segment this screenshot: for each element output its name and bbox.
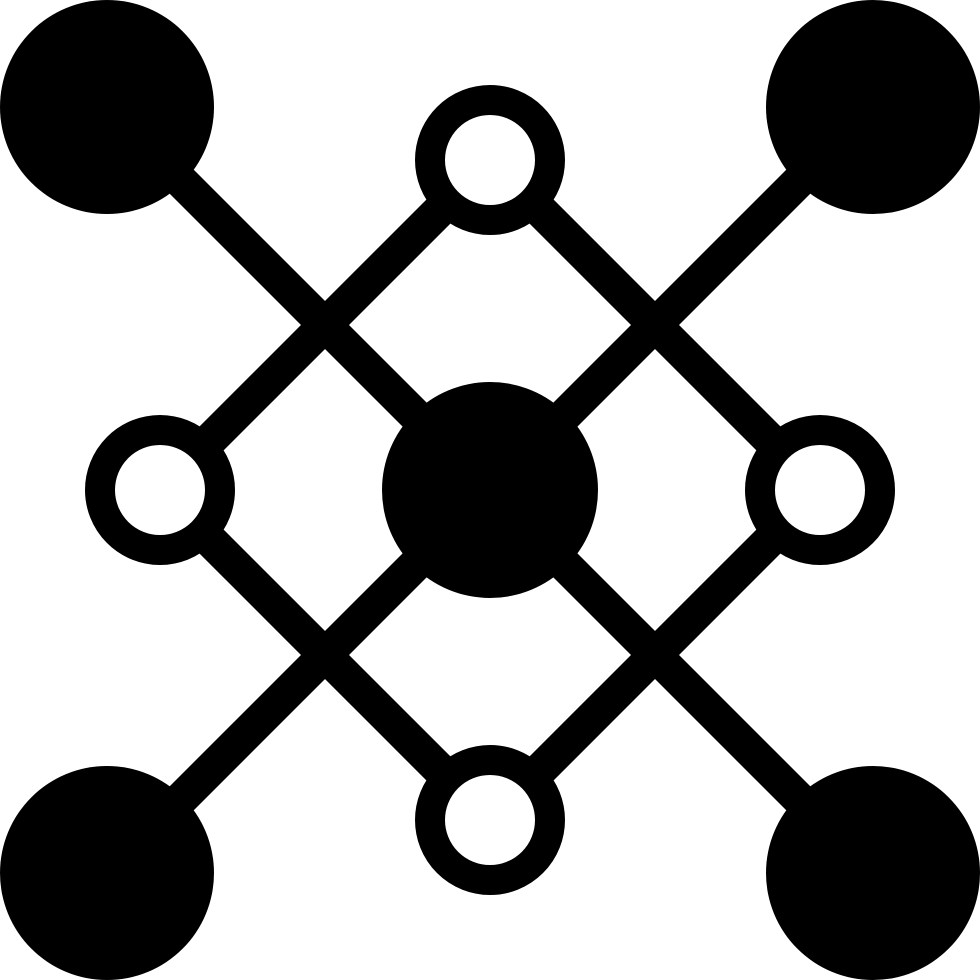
node-ring-bottom	[415, 745, 565, 895]
node-ring-left	[85, 415, 235, 565]
node-corner-top-left	[0, 0, 214, 214]
edge-ring-left-to-ring-bottom	[147, 477, 503, 833]
edge-ring-top-to-ring-right	[477, 147, 833, 503]
node-ring-top	[415, 85, 565, 235]
node-corner-top-right	[766, 0, 980, 214]
node-corner-bottom-right	[766, 766, 980, 980]
node-ring-right	[745, 415, 895, 565]
edge-ring-right-to-ring-bottom	[477, 477, 833, 833]
node-center	[382, 382, 598, 598]
node-corner-bottom-left	[0, 766, 214, 980]
edge-ring-top-to-ring-left	[147, 147, 503, 503]
